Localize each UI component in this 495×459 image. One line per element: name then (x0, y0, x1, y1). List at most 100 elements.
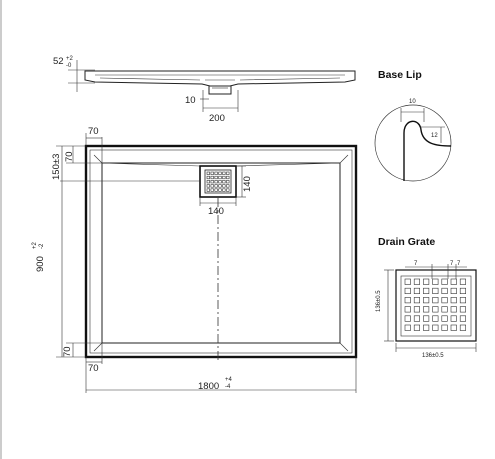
plan-drain-bottom-label: 140 (208, 206, 224, 217)
grate-hole (441, 278, 448, 285)
grate-hole (423, 287, 430, 295)
drain-grate-title: Drain Grate (378, 236, 435, 248)
grate-hole (432, 278, 439, 285)
plan-drain-holes (206, 171, 230, 192)
grate-hole (404, 324, 411, 331)
plan-dim-70-top-left: 70 (88, 126, 99, 137)
plan-drain (199, 165, 237, 198)
grate-hole (222, 184, 226, 188)
plan-view: 70 150±3 70 900 +2 -2 70 140 140 70 1800… (32, 126, 358, 393)
plan-drain-side-label: 140 (242, 176, 253, 192)
grate-hole (459, 315, 467, 322)
grate-hole (404, 306, 411, 313)
grate-hole (450, 315, 457, 322)
plan-height-label: 900 (35, 256, 46, 272)
plan-width-tol-minus: -4 (225, 384, 231, 390)
profile-height-tol-plus: +2 (66, 56, 74, 62)
plan-height-tol-minus: -2 (39, 243, 45, 249)
plan-width-label: 1800 (198, 381, 219, 392)
grate-hole (210, 188, 214, 192)
grate-hole (404, 297, 411, 304)
plan-dim-150-label: 150±3 (51, 154, 62, 180)
grate-hole (206, 180, 210, 184)
grate-hole (423, 278, 430, 285)
plan-width-tol-plus: +4 (225, 377, 233, 383)
grate-hole (441, 306, 448, 313)
grate-hole (450, 278, 457, 285)
grate-hole (459, 297, 467, 304)
grate-hole (214, 171, 218, 175)
grate-hole (432, 297, 439, 304)
grate-hole (432, 315, 439, 322)
grate-hole (413, 315, 421, 322)
profile-drain-width-label: 200 (209, 113, 225, 124)
grate-hole (214, 175, 218, 180)
base-lip-profile (403, 120, 452, 181)
grate-hole (210, 171, 214, 175)
grate-hole (206, 188, 210, 192)
grate-hole (214, 188, 218, 192)
grate-hole (432, 287, 439, 295)
grate-hole (423, 315, 430, 322)
grate-hole (226, 180, 230, 184)
drain-grate-top-label-a: 7 (414, 261, 418, 267)
grate-hole (226, 175, 230, 180)
profile-height-label: 52 (53, 56, 64, 67)
grate-hole (450, 287, 457, 295)
grate-hole (459, 324, 467, 331)
plan-dim-70-bottom-left: 70 (88, 363, 99, 374)
grate-hole (459, 287, 467, 295)
drain-grate-detail: Drain Grate 7 7 7 136±0.5 136±0.5 (376, 236, 477, 359)
grate-hole (214, 180, 218, 184)
tray-outer (84, 144, 358, 359)
grate-hole (432, 324, 439, 331)
grate-hole (218, 180, 222, 184)
grate-hole (218, 184, 222, 188)
drain-grate-bottom-label: 136±0.5 (422, 353, 444, 359)
drain-grate-outer (395, 269, 477, 342)
base-lip-circle (374, 104, 452, 182)
grate-hole (459, 278, 467, 285)
drain-grate-side-label: 136±0.5 (376, 290, 382, 312)
grate-hole (450, 306, 457, 313)
grate-hole (441, 287, 448, 295)
grate-hole (413, 278, 421, 285)
drain-grate-holes (404, 278, 467, 331)
grate-hole (413, 306, 421, 313)
side-profile-view: 52 +2 -0 10 200 (53, 56, 356, 124)
grate-hole (226, 188, 230, 192)
grate-hole (210, 180, 214, 184)
grate-hole (450, 297, 457, 304)
grate-hole (222, 180, 226, 184)
tray-basin (101, 162, 341, 344)
grate-hole (423, 297, 430, 304)
grate-hole (413, 324, 421, 331)
grate-hole (432, 306, 439, 313)
grate-hole (218, 175, 222, 180)
grate-hole (413, 287, 421, 295)
grate-hole (226, 171, 230, 175)
grate-hole (206, 175, 210, 180)
profile-body (84, 70, 356, 87)
plan-dim-70-side-top: 70 (64, 151, 75, 162)
profile-drain-offset-label: 10 (185, 95, 196, 106)
grate-hole (222, 175, 226, 180)
grate-hole (413, 297, 421, 304)
grate-hole (214, 184, 218, 188)
profile-drain (208, 86, 232, 95)
base-lip-title: Base Lip (378, 69, 422, 81)
base-lip-detail: Base Lip 10 12 (374, 69, 452, 182)
grate-hole (404, 278, 411, 285)
grate-hole (206, 171, 210, 175)
base-lip-top-label: 10 (409, 99, 416, 105)
grate-hole (206, 184, 210, 188)
grate-hole (404, 287, 411, 295)
grate-hole (441, 324, 448, 331)
base-lip-side-label: 12 (431, 133, 438, 139)
grate-hole (222, 171, 226, 175)
grate-hole (441, 315, 448, 322)
plan-dim-70-side-bottom: 70 (62, 346, 73, 357)
drain-grate-top-label-c: 7 (457, 261, 461, 267)
grate-hole (210, 184, 214, 188)
